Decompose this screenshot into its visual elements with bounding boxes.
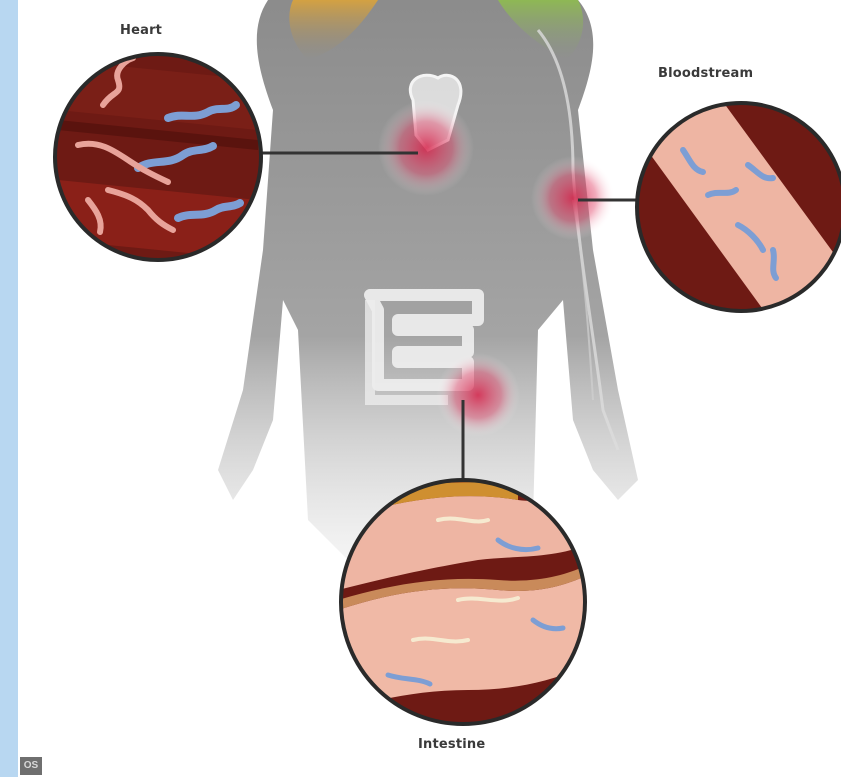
illustration-panel: Heart Bloodstream Intestine [18,0,841,777]
intestine-label: Intestine [418,737,485,752]
body-silhouette [218,0,638,560]
infection-diagram [18,0,841,777]
bloodstream-infection-glow [531,156,615,240]
corner-logo: OS [20,757,42,775]
heart-detail-circle [55,54,261,260]
bloodstream-detail-circle [618,95,841,330]
heart-infection-glow [378,100,474,196]
intestine-infection-glow [436,353,520,437]
intestine-detail-circle [338,480,598,724]
heart-label: Heart [120,23,162,38]
bloodstream-label: Bloodstream [658,66,753,81]
